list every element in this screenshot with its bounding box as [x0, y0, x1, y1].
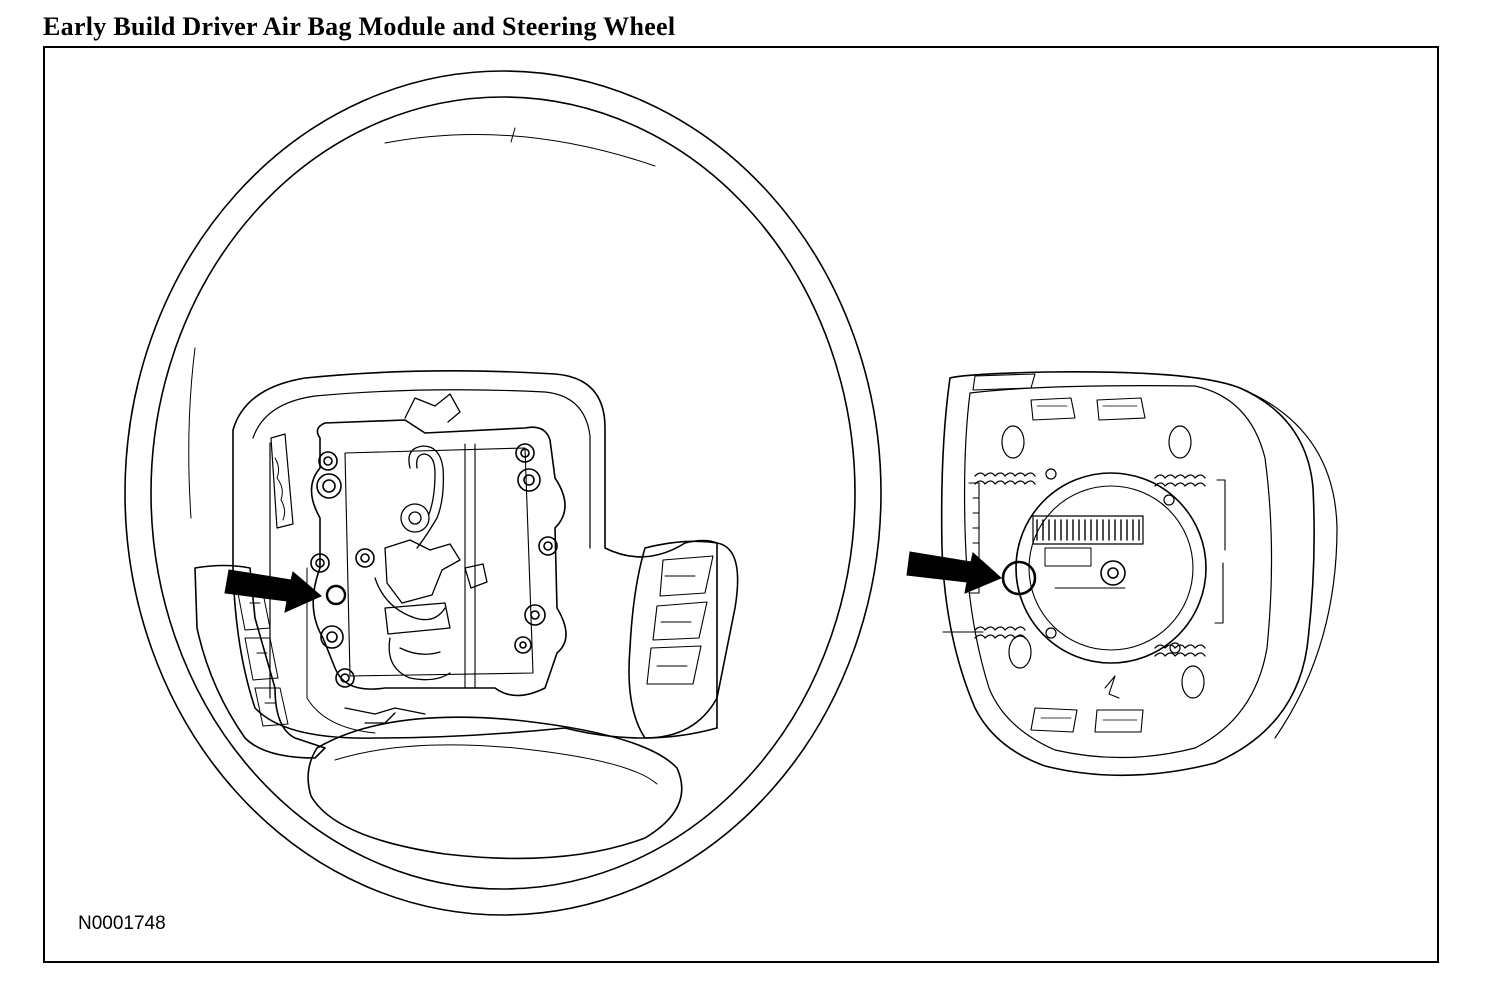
steering-wheel-wiring — [344, 393, 488, 724]
air-bag-module-mounting-bosses — [1001, 425, 1205, 699]
air-bag-module-side-ribs — [968, 479, 1226, 699]
figure-frame: N0001748 — [43, 46, 1439, 963]
steering-wheel-rim — [124, 70, 882, 916]
steering-wheel-connector — [325, 584, 347, 606]
air-bag-module-label-plates — [972, 373, 1146, 733]
air-bag-module — [940, 371, 1338, 777]
steering-wheel-connector-arrow — [224, 569, 322, 613]
air-bag-module-connector — [1001, 560, 1037, 596]
steering-wheel-lower-spoke — [307, 716, 683, 860]
steering-wheel-right-switch-pod — [628, 540, 739, 739]
page-title: Early Build Driver Air Bag Module and St… — [43, 12, 676, 41]
air-bag-module-inflator — [1015, 472, 1207, 664]
steering-wheel-bolt-bosses — [310, 443, 558, 688]
air-bag-module-connector-arrow — [906, 551, 1002, 594]
steering-wheel — [124, 70, 882, 916]
figure-id: N0001748 — [78, 913, 166, 934]
steering-wheel-left-switch-pod — [194, 564, 326, 759]
air-bag-steering-wheel-illustration — [124, 70, 1338, 916]
steering-wheel-mounting-frame — [310, 419, 567, 697]
air-bag-module-cover — [940, 371, 1338, 777]
steering-wheel-emblem — [270, 433, 294, 529]
